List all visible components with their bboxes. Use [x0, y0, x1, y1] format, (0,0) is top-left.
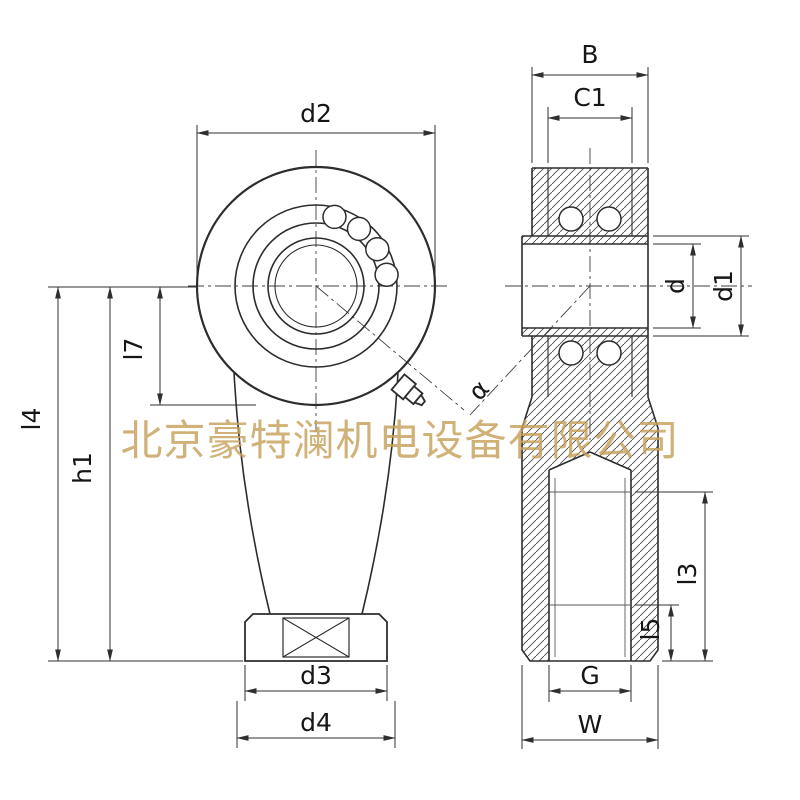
dimension-left-stack: l7 h1 l4 [17, 286, 256, 662]
dim-label-B: B [581, 40, 598, 69]
dim-label-l4: l4 [17, 408, 46, 431]
drill-cone [589, 451, 632, 471]
dim-label-W: W [578, 710, 603, 739]
bore-circle [267, 237, 365, 335]
front-view [188, 150, 465, 662]
grease-axis-centerline [315, 285, 465, 411]
outer-race-circle [234, 204, 398, 368]
dimension-d4: d4 [236, 701, 396, 748]
inner-ring-bottom-strip-hatch [522, 328, 648, 336]
misalignment-axis [469, 285, 591, 416]
neck-right-edge [361, 371, 399, 615]
dim-label-l3: l3 [673, 563, 702, 586]
ball [558, 340, 584, 366]
dim-label-d3: d3 [300, 661, 332, 690]
dim-label-l5: l5 [636, 618, 665, 641]
dim-label-G: G [580, 661, 599, 690]
ball [365, 236, 390, 262]
dim-label-l7: l7 [119, 338, 148, 361]
ball [374, 262, 399, 288]
dimension-d: d [653, 243, 701, 329]
bore-chamfer-circle [274, 244, 358, 328]
watermark-text: 北京豪特澜机电设备有限公司 [120, 416, 679, 465]
shank-section-hatch [522, 397, 658, 661]
neck-left-edge [233, 371, 271, 615]
drill-cone [548, 451, 591, 471]
dimension-alpha: α [463, 374, 495, 406]
inner-ring-top-strip-hatch [522, 236, 648, 244]
dimension-d2: d2 [196, 99, 436, 274]
ball [558, 206, 584, 232]
dimension-B: B [531, 40, 649, 163]
dimension-G: G [548, 661, 632, 702]
shank-outline [521, 396, 659, 662]
dimension-C1: C1 [547, 83, 633, 163]
grease-fitting [390, 373, 426, 407]
dimension-d1: d1 [653, 235, 749, 337]
side-view [469, 148, 752, 662]
dim-label-h1: h1 [68, 452, 97, 484]
inner-race-circle [252, 222, 380, 350]
dim-label-C1: C1 [573, 83, 606, 112]
dimension-d3: d3 [244, 661, 388, 701]
head-outer-circle [195, 165, 437, 407]
ball-row-front [322, 204, 399, 288]
dim-label-d2: d2 [300, 99, 332, 128]
ball [346, 216, 372, 242]
dim-label-d4: d4 [300, 708, 332, 737]
dimension-l3-l5: l3 l5 [635, 491, 713, 662]
dim-label-d1: d1 [709, 270, 738, 302]
dim-label-alpha: α [463, 374, 495, 406]
dim-label-d: d [661, 278, 690, 294]
ball [322, 204, 347, 230]
wrench-flat-cross [282, 617, 350, 658]
ball [596, 340, 622, 366]
ball [596, 206, 622, 232]
ball-rows-section [558, 206, 622, 366]
dimension-W: W [521, 665, 659, 749]
